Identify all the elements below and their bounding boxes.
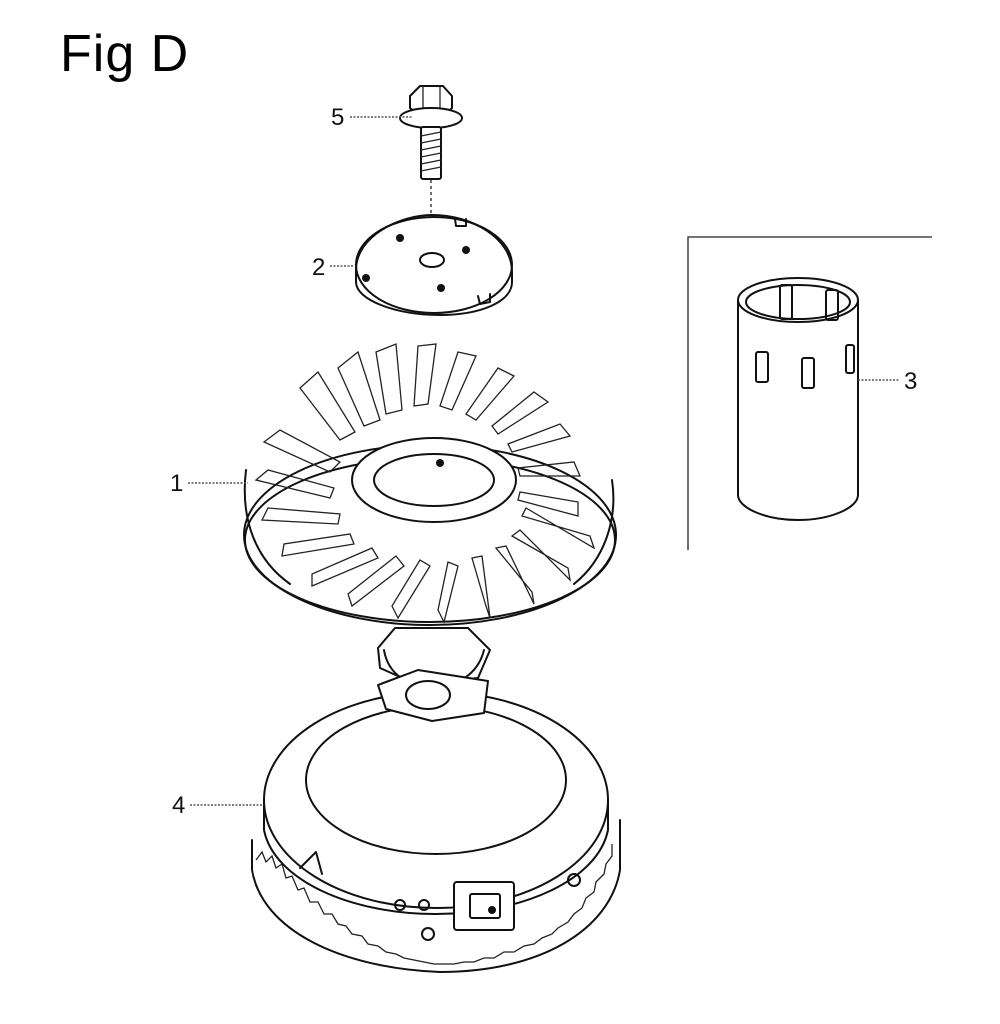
figure-title: Fig D <box>60 25 190 83</box>
part-fan <box>243 343 617 626</box>
part-cup <box>737 277 859 521</box>
part-flywheel <box>251 627 621 973</box>
callout-3: 3 <box>858 368 917 395</box>
callout-label-1: 1 <box>170 470 183 497</box>
callout-label-2: 2 <box>312 254 325 281</box>
callout-1: 1 <box>170 470 248 497</box>
callout-4: 4 <box>172 792 262 819</box>
callout-5: 5 <box>331 104 412 131</box>
part-bolt <box>399 85 463 250</box>
callout-label-4: 4 <box>172 792 185 819</box>
callout-2: 2 <box>312 254 354 281</box>
part-cup-region <box>687 236 932 550</box>
callout-label-3: 3 <box>904 368 917 395</box>
callout-label-5: 5 <box>331 104 344 131</box>
part-plate <box>355 214 513 316</box>
